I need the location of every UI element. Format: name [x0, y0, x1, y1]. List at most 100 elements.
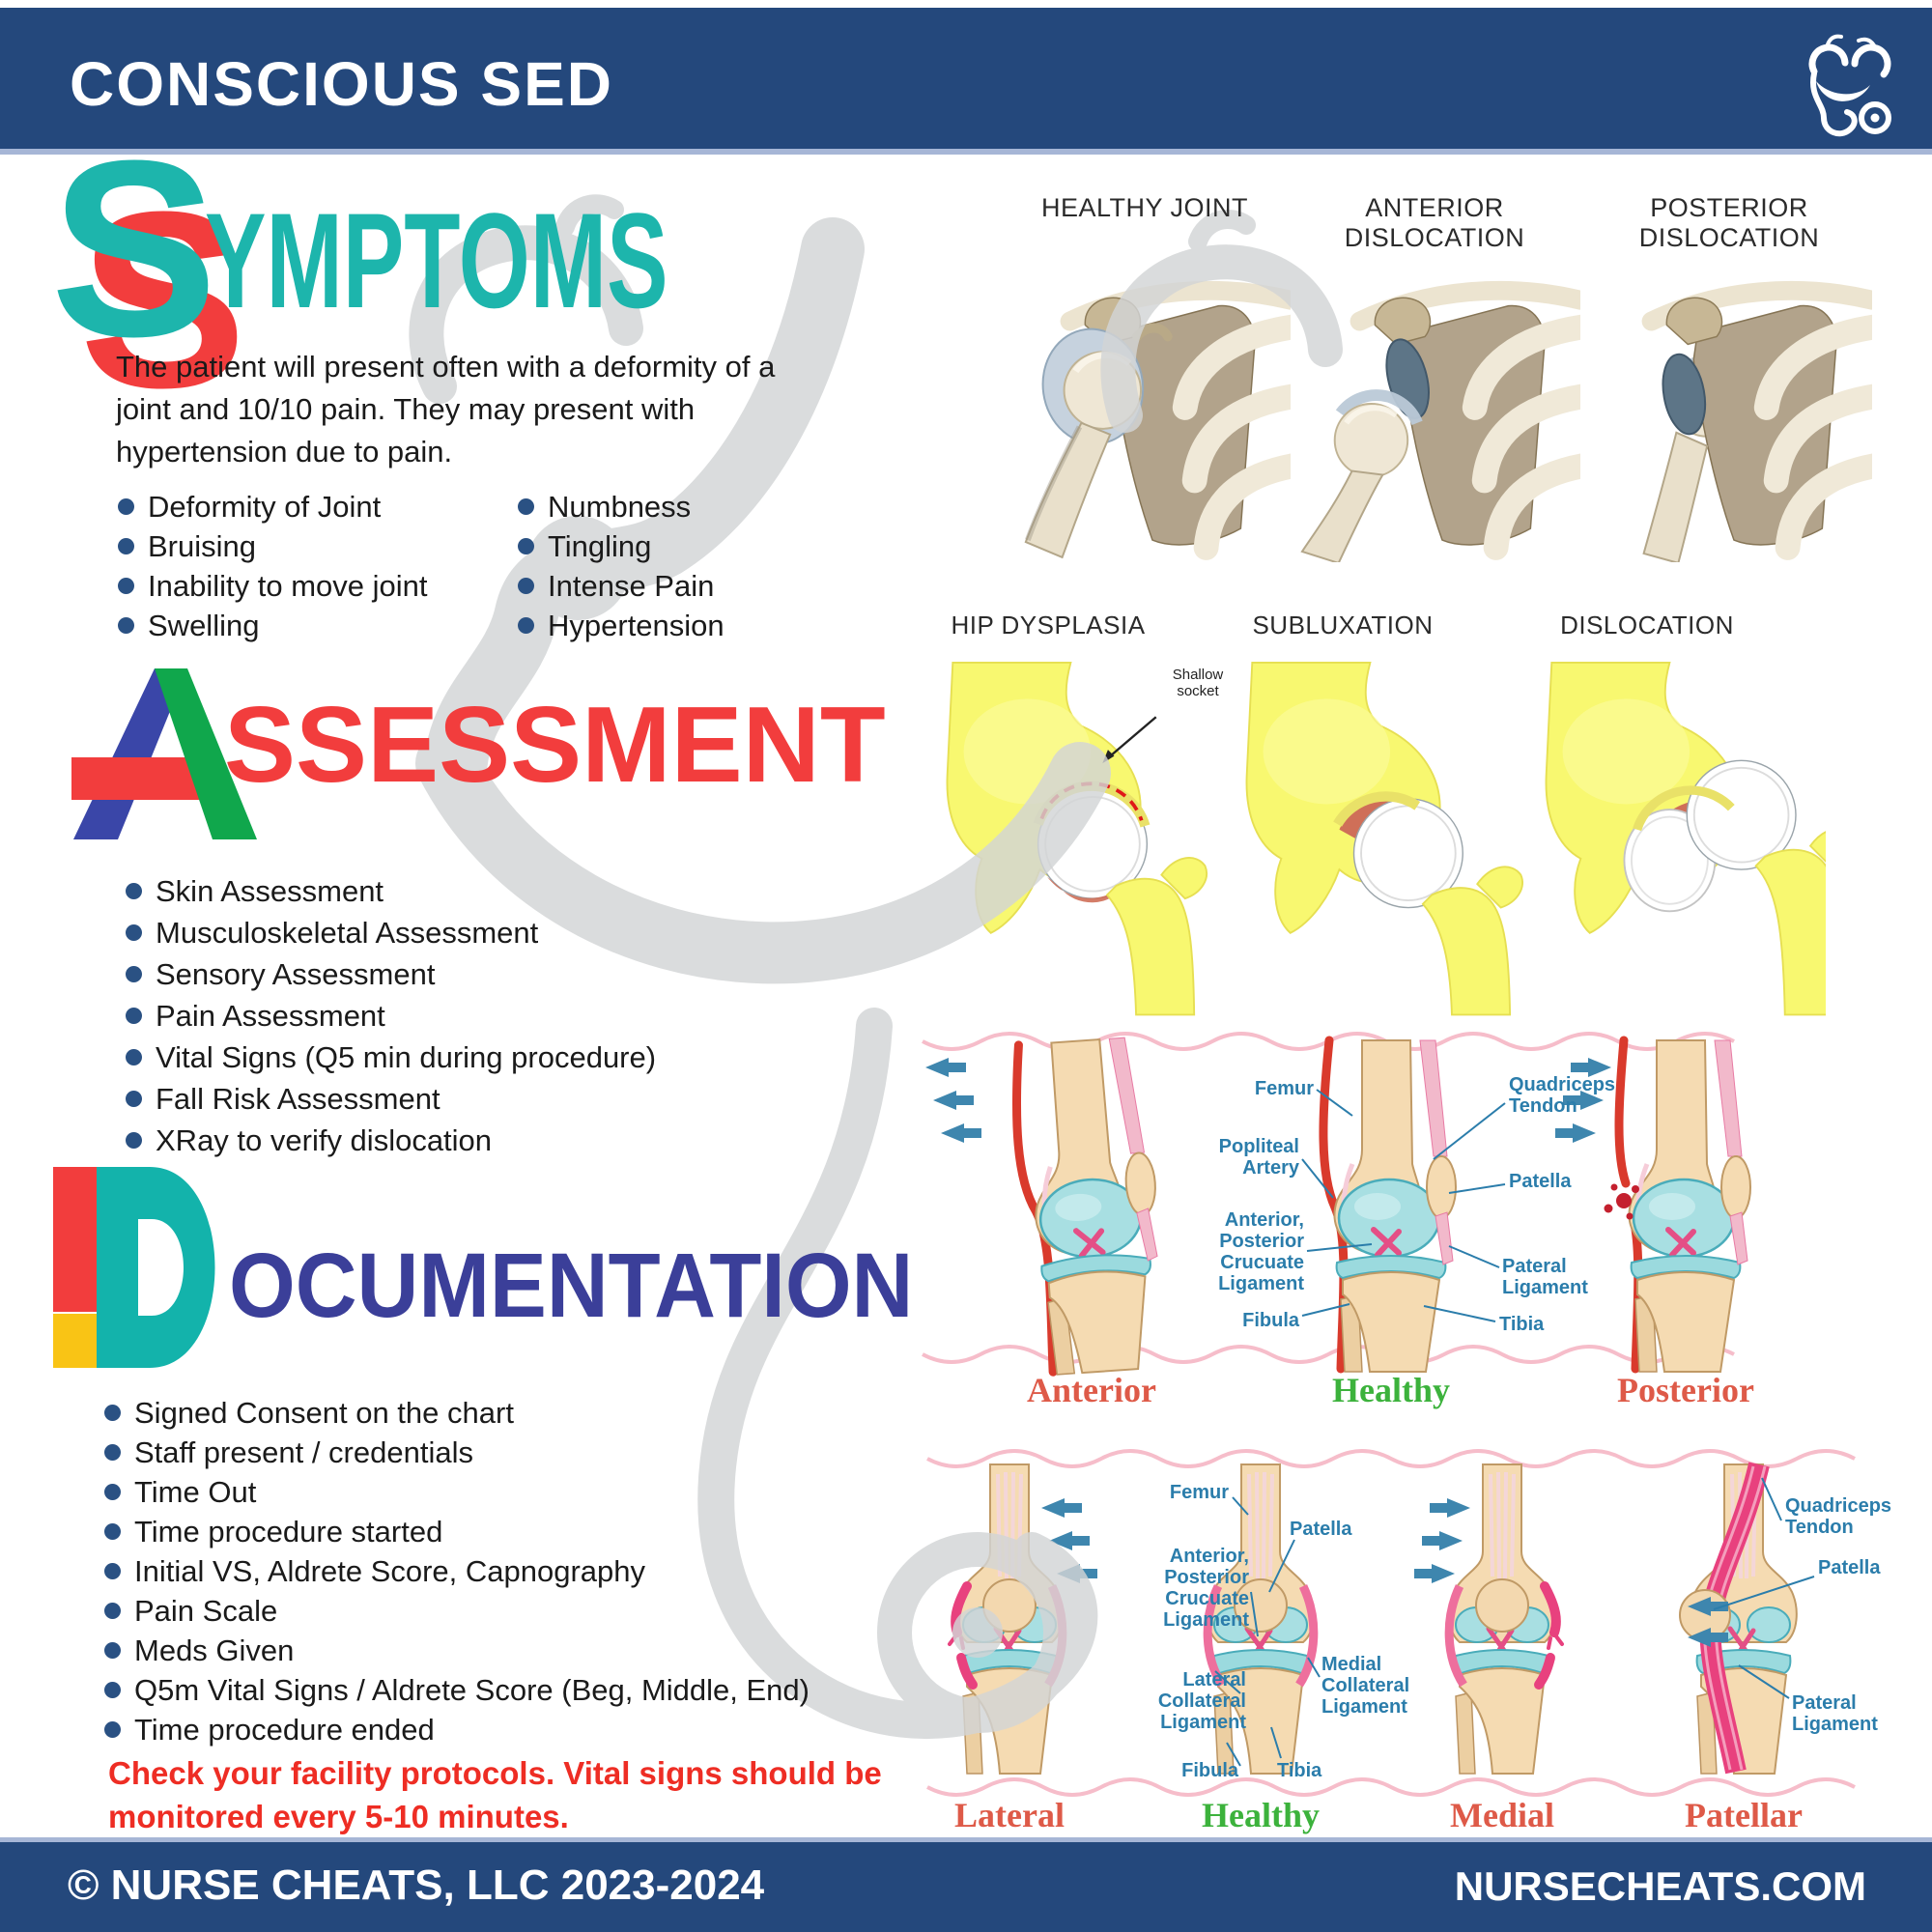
- hip-title-dysplasia: HIP DYSPLASIA: [951, 611, 1146, 639]
- hip-dysplasia-figure: [946, 661, 1208, 1016]
- list-item: Skin Assessment: [126, 875, 656, 907]
- hip-dislocation-figure: [1545, 661, 1826, 1016]
- bullet-label: Inability to move joint: [148, 569, 428, 603]
- bullet-icon: [518, 617, 534, 634]
- bullet-icon: [518, 538, 534, 554]
- shoulder-posterior-figure: [1641, 280, 1872, 562]
- label-patella-dislocated: Patella: [1818, 1557, 1881, 1578]
- list-item: Q5m Vital Signs / Aldrete Score (Beg, Mi…: [104, 1674, 810, 1706]
- bullet-label: Fall Risk Assessment: [156, 1082, 440, 1116]
- list-item: Deformity of Joint: [118, 491, 427, 523]
- list-item: Time procedure started: [104, 1516, 810, 1548]
- list-item: Numbness: [518, 491, 724, 523]
- label-patella-front: Patella: [1290, 1519, 1352, 1540]
- protocol-warning: Check your facility protocols. Vital sig…: [108, 1755, 882, 1834]
- list-item: Fall Risk Assessment: [126, 1083, 656, 1115]
- list-item: Staff present / credentials: [104, 1436, 810, 1468]
- bullet-label: XRay to verify dislocation: [156, 1123, 493, 1157]
- bullet-icon: [104, 1563, 121, 1579]
- bullet-label: Staff present / credentials: [134, 1435, 473, 1469]
- header-bar: CONSCIOUS SED: [0, 8, 1932, 155]
- bullet-label: Intense Pain: [548, 569, 715, 603]
- hip-title-subluxation: SUBLUXATION: [1252, 611, 1434, 639]
- leader-lines: [1301, 1089, 1506, 1322]
- caption-medial: Medial: [1450, 1796, 1554, 1834]
- symptoms-list-right: Numbness Tingling Intense Pain Hypertens…: [518, 491, 724, 641]
- bullet-label: Numbness: [548, 490, 692, 524]
- label-femur-front: Femur: [1169, 1482, 1229, 1503]
- bullet-label: Pain Assessment: [156, 999, 385, 1033]
- hip-subluxation-figure: [1245, 661, 1523, 1016]
- documentation-initial: [53, 1167, 215, 1368]
- bullet-icon: [126, 1008, 142, 1024]
- symptoms-heading: YMPTOMS: [205, 185, 668, 336]
- bullet-label: Vital Signs (Q5 min during procedure): [156, 1040, 657, 1074]
- bullet-label: Hypertension: [548, 609, 724, 642]
- bullet-label: Swelling: [148, 609, 260, 642]
- knee-front-row-figure: [926, 1449, 1856, 1797]
- shoulder-title-anterior: ANTERIOR DISLOCATION: [1344, 193, 1525, 252]
- list-item: XRay to verify dislocation: [126, 1124, 656, 1156]
- list-item: Tingling: [518, 530, 724, 562]
- shoulder-healthy-figure: [1024, 280, 1291, 560]
- caption-healthy-front: Healthy: [1202, 1796, 1320, 1834]
- label-lateral-collateral: Lateral Collateral Ligament: [1157, 1669, 1246, 1733]
- list-item: Initial VS, Aldrete Score, Capnography: [104, 1555, 810, 1587]
- bullet-label: Deformity of Joint: [148, 490, 382, 524]
- list-item: Inability to move joint: [118, 570, 427, 602]
- hip-title-dislocation: DISLOCATION: [1560, 611, 1734, 639]
- bullet-label: Meds Given: [134, 1634, 295, 1667]
- bullet-icon: [118, 578, 134, 594]
- caption-posterior: Posterior: [1617, 1371, 1754, 1409]
- bullet-icon: [118, 538, 134, 554]
- assessment-initial: [71, 668, 257, 839]
- documentation-list: Signed Consent on the chart Staff presen…: [104, 1397, 810, 1746]
- bullet-label: Initial VS, Aldrete Score, Capnography: [134, 1554, 646, 1588]
- label-cruciate-front: Anterior, Posterior Crucuate Ligament: [1163, 1546, 1249, 1631]
- footer-bar: © NURSE CHEATS, LLC 2023-2024 NURSECHEAT…: [0, 1837, 1932, 1932]
- bullet-label: Q5m Vital Signs / Aldrete Score (Beg, Mi…: [134, 1673, 810, 1707]
- bullet-icon: [518, 578, 534, 594]
- symptoms-initial-back: S: [79, 160, 247, 440]
- list-item: Signed Consent on the chart: [104, 1397, 810, 1429]
- bullet-icon: [126, 966, 142, 982]
- symptoms-initial: S: [50, 109, 218, 389]
- list-item: Time Out: [104, 1476, 810, 1508]
- bullet-icon: [118, 617, 134, 634]
- bullet-icon: [104, 1405, 121, 1421]
- label-medial-collateral: Medial Collateral Ligament: [1321, 1654, 1410, 1718]
- assessment-list: Skin Assessment Musculoskeletal Assessme…: [126, 875, 656, 1156]
- copyright-text: © NURSE CHEATS, LLC 2023-2024: [68, 1861, 765, 1909]
- symptoms-list-left: Deformity of Joint Bruising Inability to…: [118, 491, 427, 641]
- label-pateral-ligament: Pateral Ligament: [1502, 1256, 1588, 1298]
- bullet-icon: [104, 1444, 121, 1461]
- list-item: Meds Given: [104, 1634, 810, 1666]
- caption-anterior: Anterior: [1027, 1371, 1156, 1409]
- bullet-icon: [118, 498, 134, 515]
- bullet-label: Tingling: [548, 529, 652, 563]
- bullet-icon: [126, 883, 142, 899]
- bullet-icon: [104, 1603, 121, 1619]
- label-patella: Patella: [1509, 1171, 1572, 1192]
- list-item: Pain Scale: [104, 1595, 810, 1627]
- stethoscope-smile-icon: [1808, 34, 1891, 137]
- list-item: Hypertension: [518, 610, 724, 641]
- bullet-label: Musculoskeletal Assessment: [156, 916, 539, 950]
- list-item: Bruising: [118, 530, 427, 562]
- list-item: Swelling: [118, 610, 427, 641]
- label-fibula: Fibula: [1242, 1310, 1299, 1331]
- shoulder-title-healthy: HEALTHY JOINT: [1040, 193, 1249, 222]
- label-popliteal-artery: Popliteal Artery: [1218, 1136, 1299, 1179]
- caption-patellar: Patellar: [1685, 1796, 1803, 1834]
- label-quadriceps-front: Quadriceps Tendon: [1785, 1495, 1892, 1538]
- website-text: NURSECHEATS.COM: [1454, 1863, 1866, 1909]
- bullet-icon: [104, 1682, 121, 1698]
- bullet-label: Time procedure ended: [134, 1713, 435, 1747]
- leader-lines: [1214, 1477, 1815, 1767]
- assessment-heading: SSESSMENT: [224, 685, 886, 805]
- documentation-heading: OCUMENTATION: [229, 1235, 914, 1337]
- label-quadriceps-tendon: Quadriceps Tendon: [1509, 1074, 1616, 1117]
- list-item: Time procedure ended: [104, 1714, 810, 1746]
- shallow-socket-label: Shallow socket: [1172, 667, 1224, 699]
